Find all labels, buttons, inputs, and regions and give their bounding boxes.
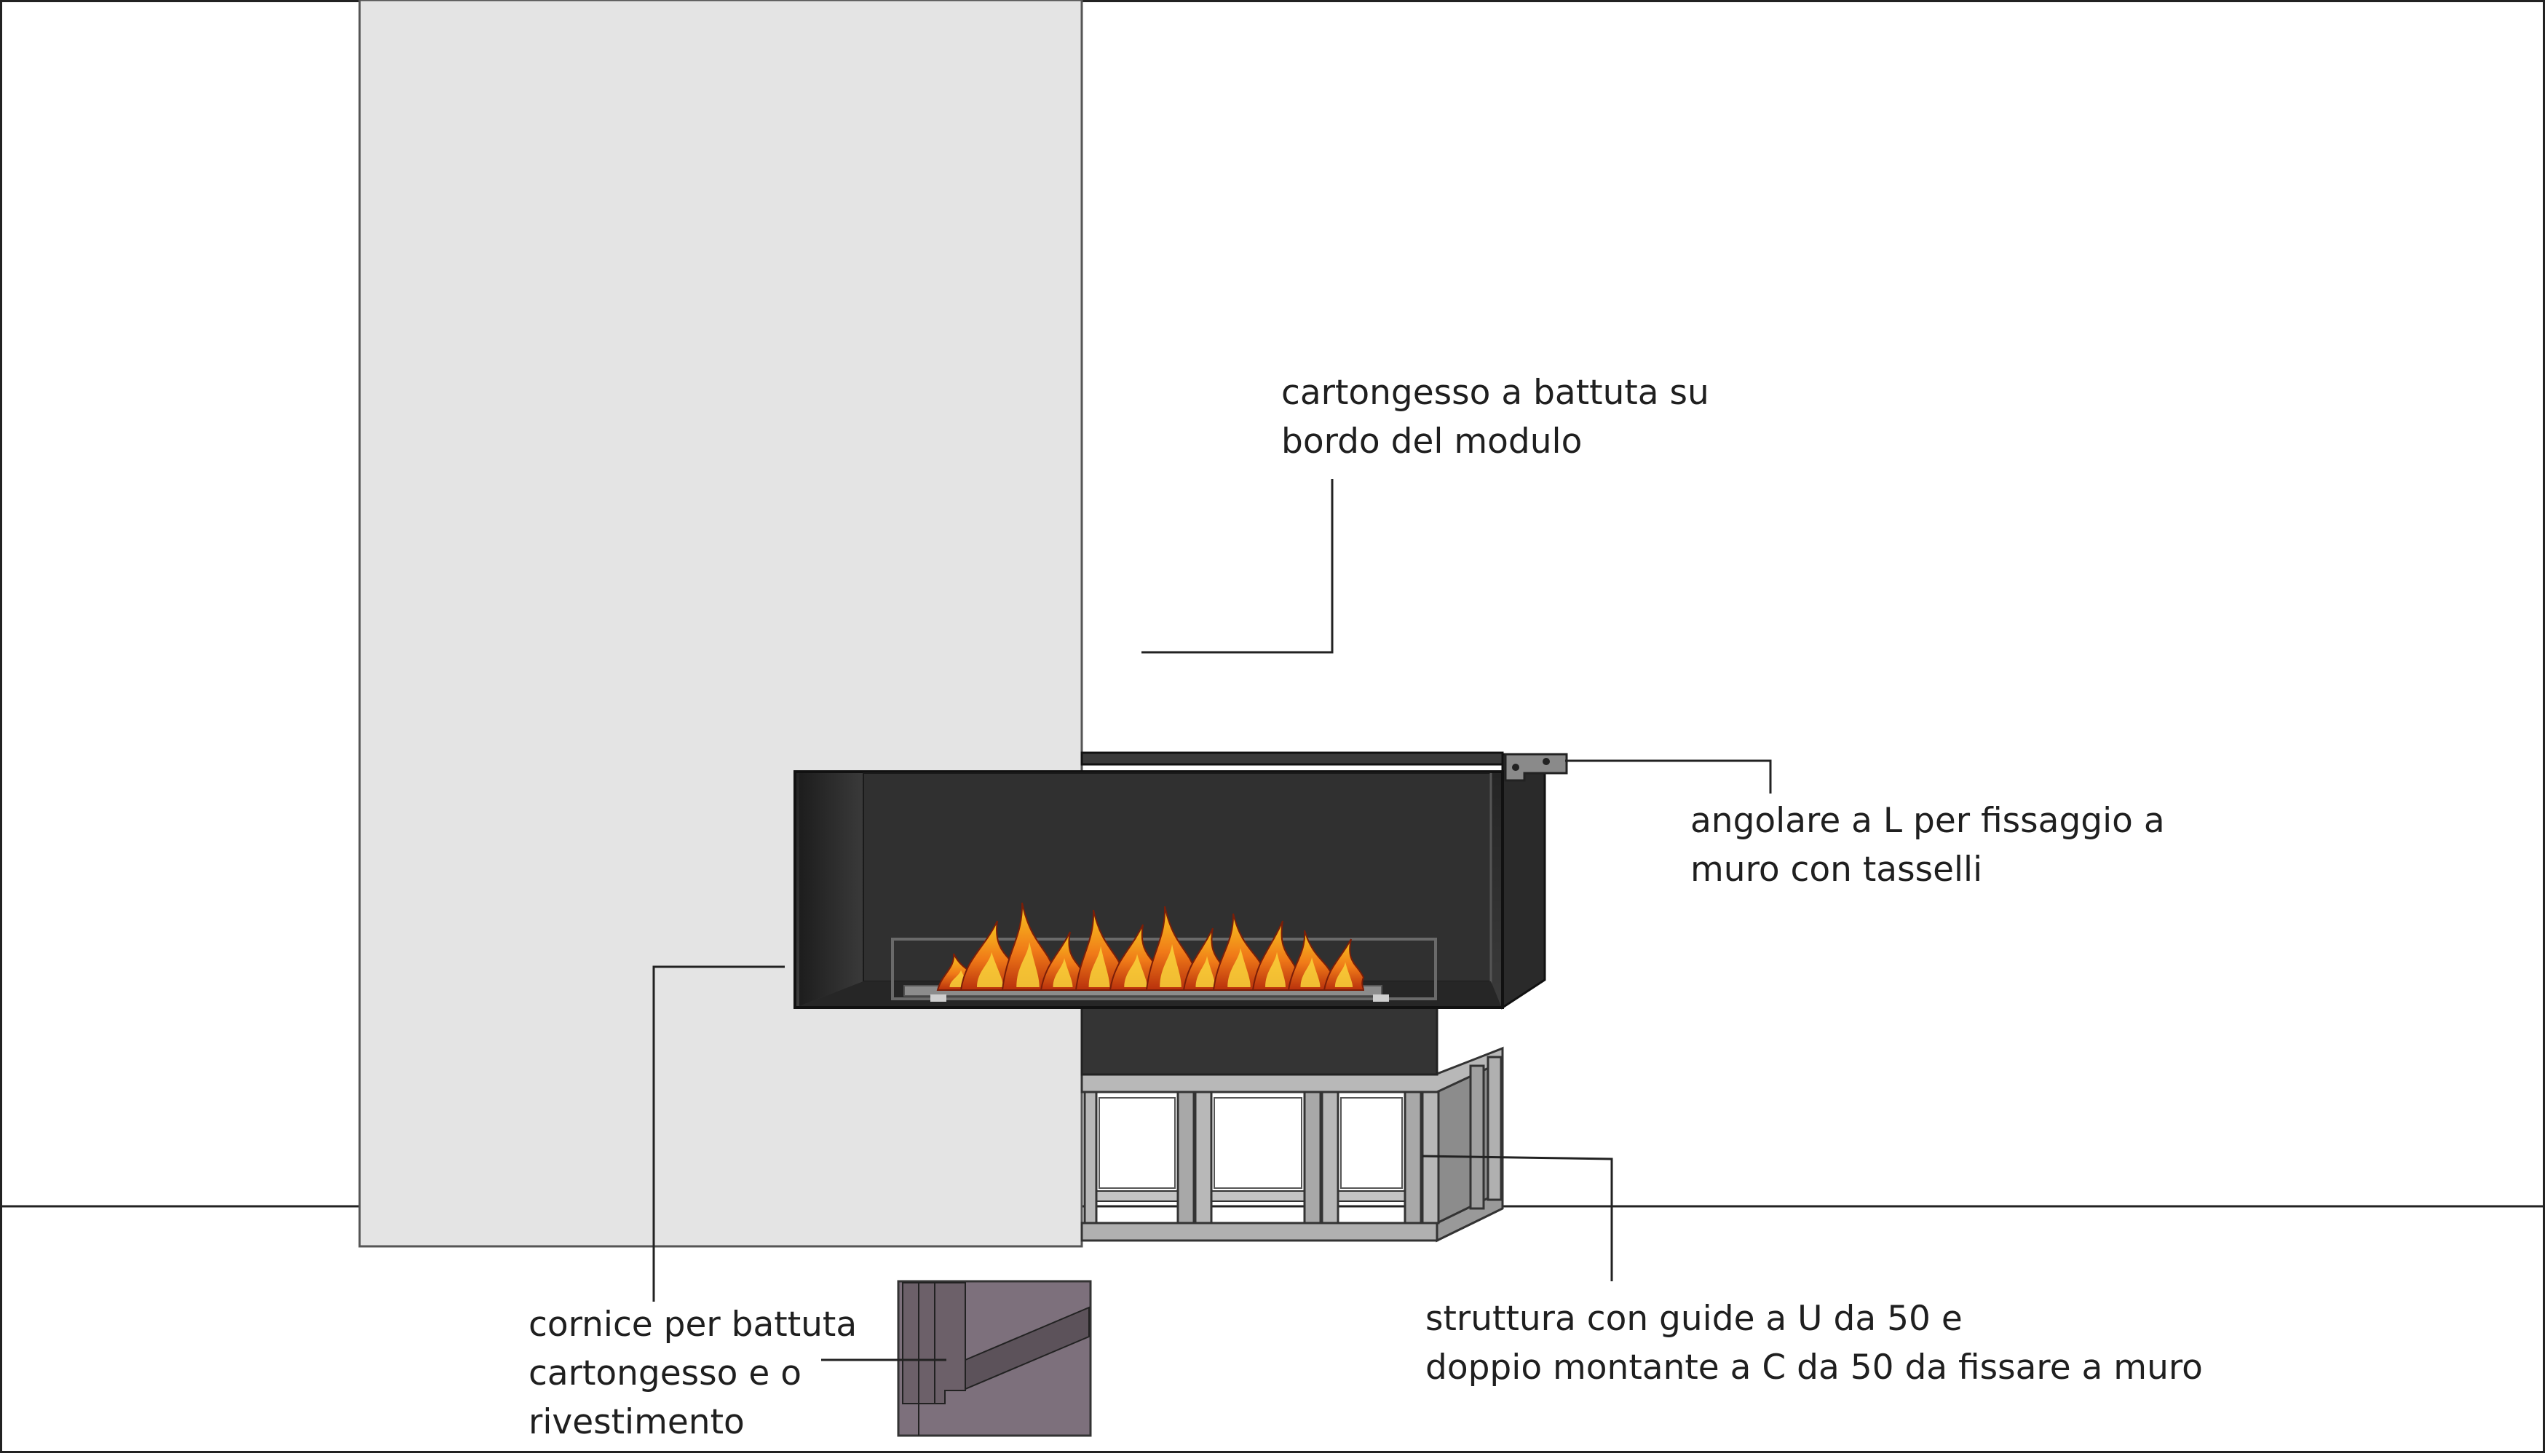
structure-label: struttura con guide a U da 50 e doppio m…: [1425, 1294, 2203, 1392]
flame-core: [1124, 954, 1147, 987]
flame-core: [1053, 958, 1073, 987]
flame-core: [1265, 951, 1286, 987]
frame-label-line-2: cartongesso e o: [529, 1353, 802, 1393]
flame-core: [1227, 948, 1251, 987]
frame-label: cornice per battuta cartongesso e o rive…: [529, 1300, 857, 1447]
drywall-edge-label-line-1: cartongesso a battuta su: [1281, 373, 1709, 413]
flame-core: [1300, 957, 1321, 987]
drywall-panel: [358, 0, 1083, 1248]
flame-tongue: [1323, 938, 1365, 991]
frame-label-line-3: rivestimento: [529, 1402, 745, 1442]
flame-core: [1195, 956, 1216, 987]
l-bracket-label: angolare a L per fissaggio a muro con ta…: [1690, 796, 2165, 894]
flame-core: [1160, 943, 1182, 987]
l-bracket: [1504, 753, 1568, 782]
frame-detail-inset: [897, 1280, 1092, 1437]
structure-label-line-1: struttura con guide a U da 50 e: [1425, 1299, 1963, 1339]
drywall-edge-label-line-2: bordo del modulo: [1281, 422, 1583, 462]
flame-core: [977, 951, 1003, 987]
flame-core: [1334, 962, 1353, 987]
flames: [936, 902, 1365, 991]
steel-support-structure: [1080, 1046, 1504, 1243]
l-bracket-label-line-1: angolare a L per fissaggio a: [1690, 801, 2165, 841]
flame-core: [1088, 946, 1110, 987]
frame-label-line-1: cornice per battuta: [529, 1305, 858, 1345]
l-bracket-label-line-2: muro con tasselli: [1690, 850, 1983, 890]
structure-label-line-2: doppio montante a C da 50 da fissare a m…: [1425, 1348, 2203, 1388]
drywall-edge-label: cartongesso a battuta su bordo del modul…: [1281, 368, 1709, 466]
flame-core: [1016, 942, 1040, 987]
leader-lines: [652, 479, 1772, 1361]
